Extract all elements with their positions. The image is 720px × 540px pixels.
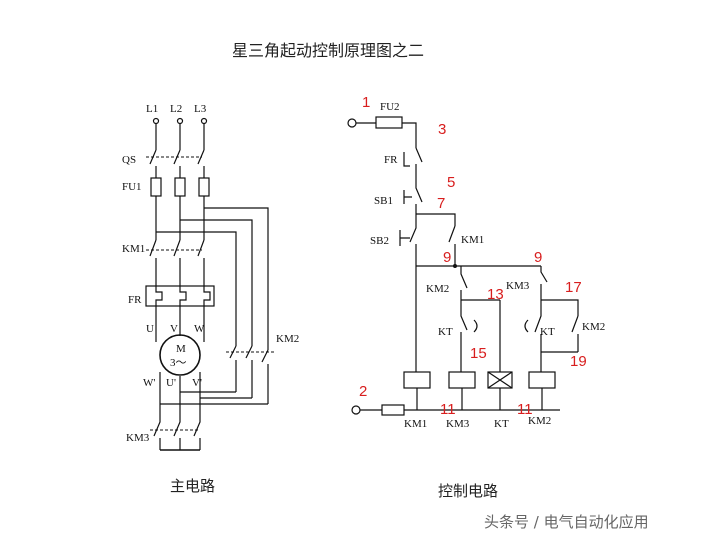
node-number-7: 7: [437, 195, 445, 212]
fu2-fuse: [375, 116, 403, 129]
km1-main-contacts: [146, 239, 205, 286]
coil-label-kt: KT: [494, 418, 509, 430]
km2-no-label: KM2: [582, 321, 605, 333]
fu2-label: FU2: [380, 101, 400, 113]
coil-kt-marking: [487, 371, 513, 389]
main-circuit: L1 L2 L3 QS FU1 KM1: [122, 103, 299, 451]
caption-control-circuit: 控制电路: [438, 482, 498, 500]
qs-label: QS: [122, 154, 136, 166]
terminal-w2-label: W': [143, 377, 155, 389]
sb2-start-button: [399, 214, 417, 266]
fr-main-label: FR: [128, 294, 142, 306]
fu1-label: FU1: [122, 181, 142, 193]
kt-no-label: KT: [540, 326, 555, 338]
node-number-13: 13: [487, 286, 504, 303]
node-number-9-left: 9: [443, 249, 451, 266]
caption-main-circuit: 主电路: [170, 477, 215, 495]
motor-phase-symbol: 3～: [170, 357, 187, 369]
control-terminal-bottom: [351, 405, 361, 415]
node-number-1: 1: [362, 94, 370, 111]
terminal-w-label: W: [194, 323, 205, 335]
coil-km3: [448, 371, 476, 389]
fr-nc-contact: [403, 147, 423, 180]
terminal-u2-label: U': [166, 377, 176, 389]
node-number-15: 15: [470, 345, 487, 362]
phase-label-l2: L2: [170, 103, 182, 115]
sb1-stop-button: [403, 180, 456, 226]
watermark: 头条号 / 电气自动化应用: [484, 513, 649, 531]
fu1-fuses: [150, 177, 210, 240]
coil-label-km3: KM3: [446, 418, 470, 430]
fr-control-label: FR: [384, 154, 398, 166]
coil-km2: [528, 371, 556, 389]
node-number-3: 3: [438, 121, 446, 138]
km2-nc-label: KM2: [426, 283, 449, 295]
km3-no-label: KM3: [506, 280, 530, 292]
node-number-9-right: 9: [534, 249, 542, 266]
coil-label-km2: KM2: [528, 415, 551, 427]
phase-label-l3: L3: [194, 103, 207, 115]
control-terminal-top: [347, 118, 357, 128]
km2-main-label: KM2: [276, 333, 299, 345]
node-number-11-right: 11: [517, 401, 533, 418]
terminal-v2-label: V': [192, 377, 202, 389]
km3-star-contacts: [150, 412, 201, 451]
terminal-l2: [176, 117, 184, 125]
km2-nc-contact: [460, 266, 500, 301]
node-number-2: 2: [359, 383, 367, 400]
coil-km1: [403, 371, 431, 389]
terminal-l1: [152, 117, 160, 125]
kt-nc-timed-contact: [460, 300, 478, 372]
km1-main-label: KM1: [122, 243, 145, 255]
motor-symbol: M: [176, 343, 186, 355]
coils-row: [403, 371, 556, 410]
delta-branch-wires: [156, 207, 269, 350]
delta-output-wires: [160, 391, 268, 405]
km1-aux-contact: [448, 225, 456, 266]
km2-main-contacts: [226, 345, 274, 404]
kt-no-timed-contact: [524, 300, 542, 352]
bottom-fuse: [381, 404, 405, 416]
terminal-u-label: U: [146, 323, 154, 335]
terminal-v-label: V: [170, 323, 178, 335]
sb2-label: SB2: [370, 235, 389, 247]
control-circuit: FU2 FR SB1 SB2 KM1 KM2: [347, 94, 605, 430]
phase-label-l1: L1: [146, 103, 158, 115]
diagram-title: 星三角起动控制原理图之二: [232, 41, 424, 60]
kt-nc-label: KT: [438, 326, 453, 338]
node-number-19: 19: [570, 353, 587, 370]
node-number-5: 5: [447, 174, 455, 191]
fr-thermal-relay: [145, 285, 215, 310]
km1-aux-label: KM1: [461, 234, 484, 246]
node-number-11-left: 11: [440, 401, 456, 418]
terminal-l3: [200, 117, 208, 125]
qs-switch: [146, 124, 205, 178]
node-dot: [453, 264, 457, 268]
km3-main-label: KM3: [126, 432, 150, 444]
node-number-17: 17: [565, 279, 582, 296]
sb1-label: SB1: [374, 195, 393, 207]
km3-no-contact: [540, 266, 579, 316]
motor: M 3～: [159, 334, 201, 376]
coil-label-km1: KM1: [404, 418, 427, 430]
km2-no-hold-contact: [540, 315, 579, 372]
